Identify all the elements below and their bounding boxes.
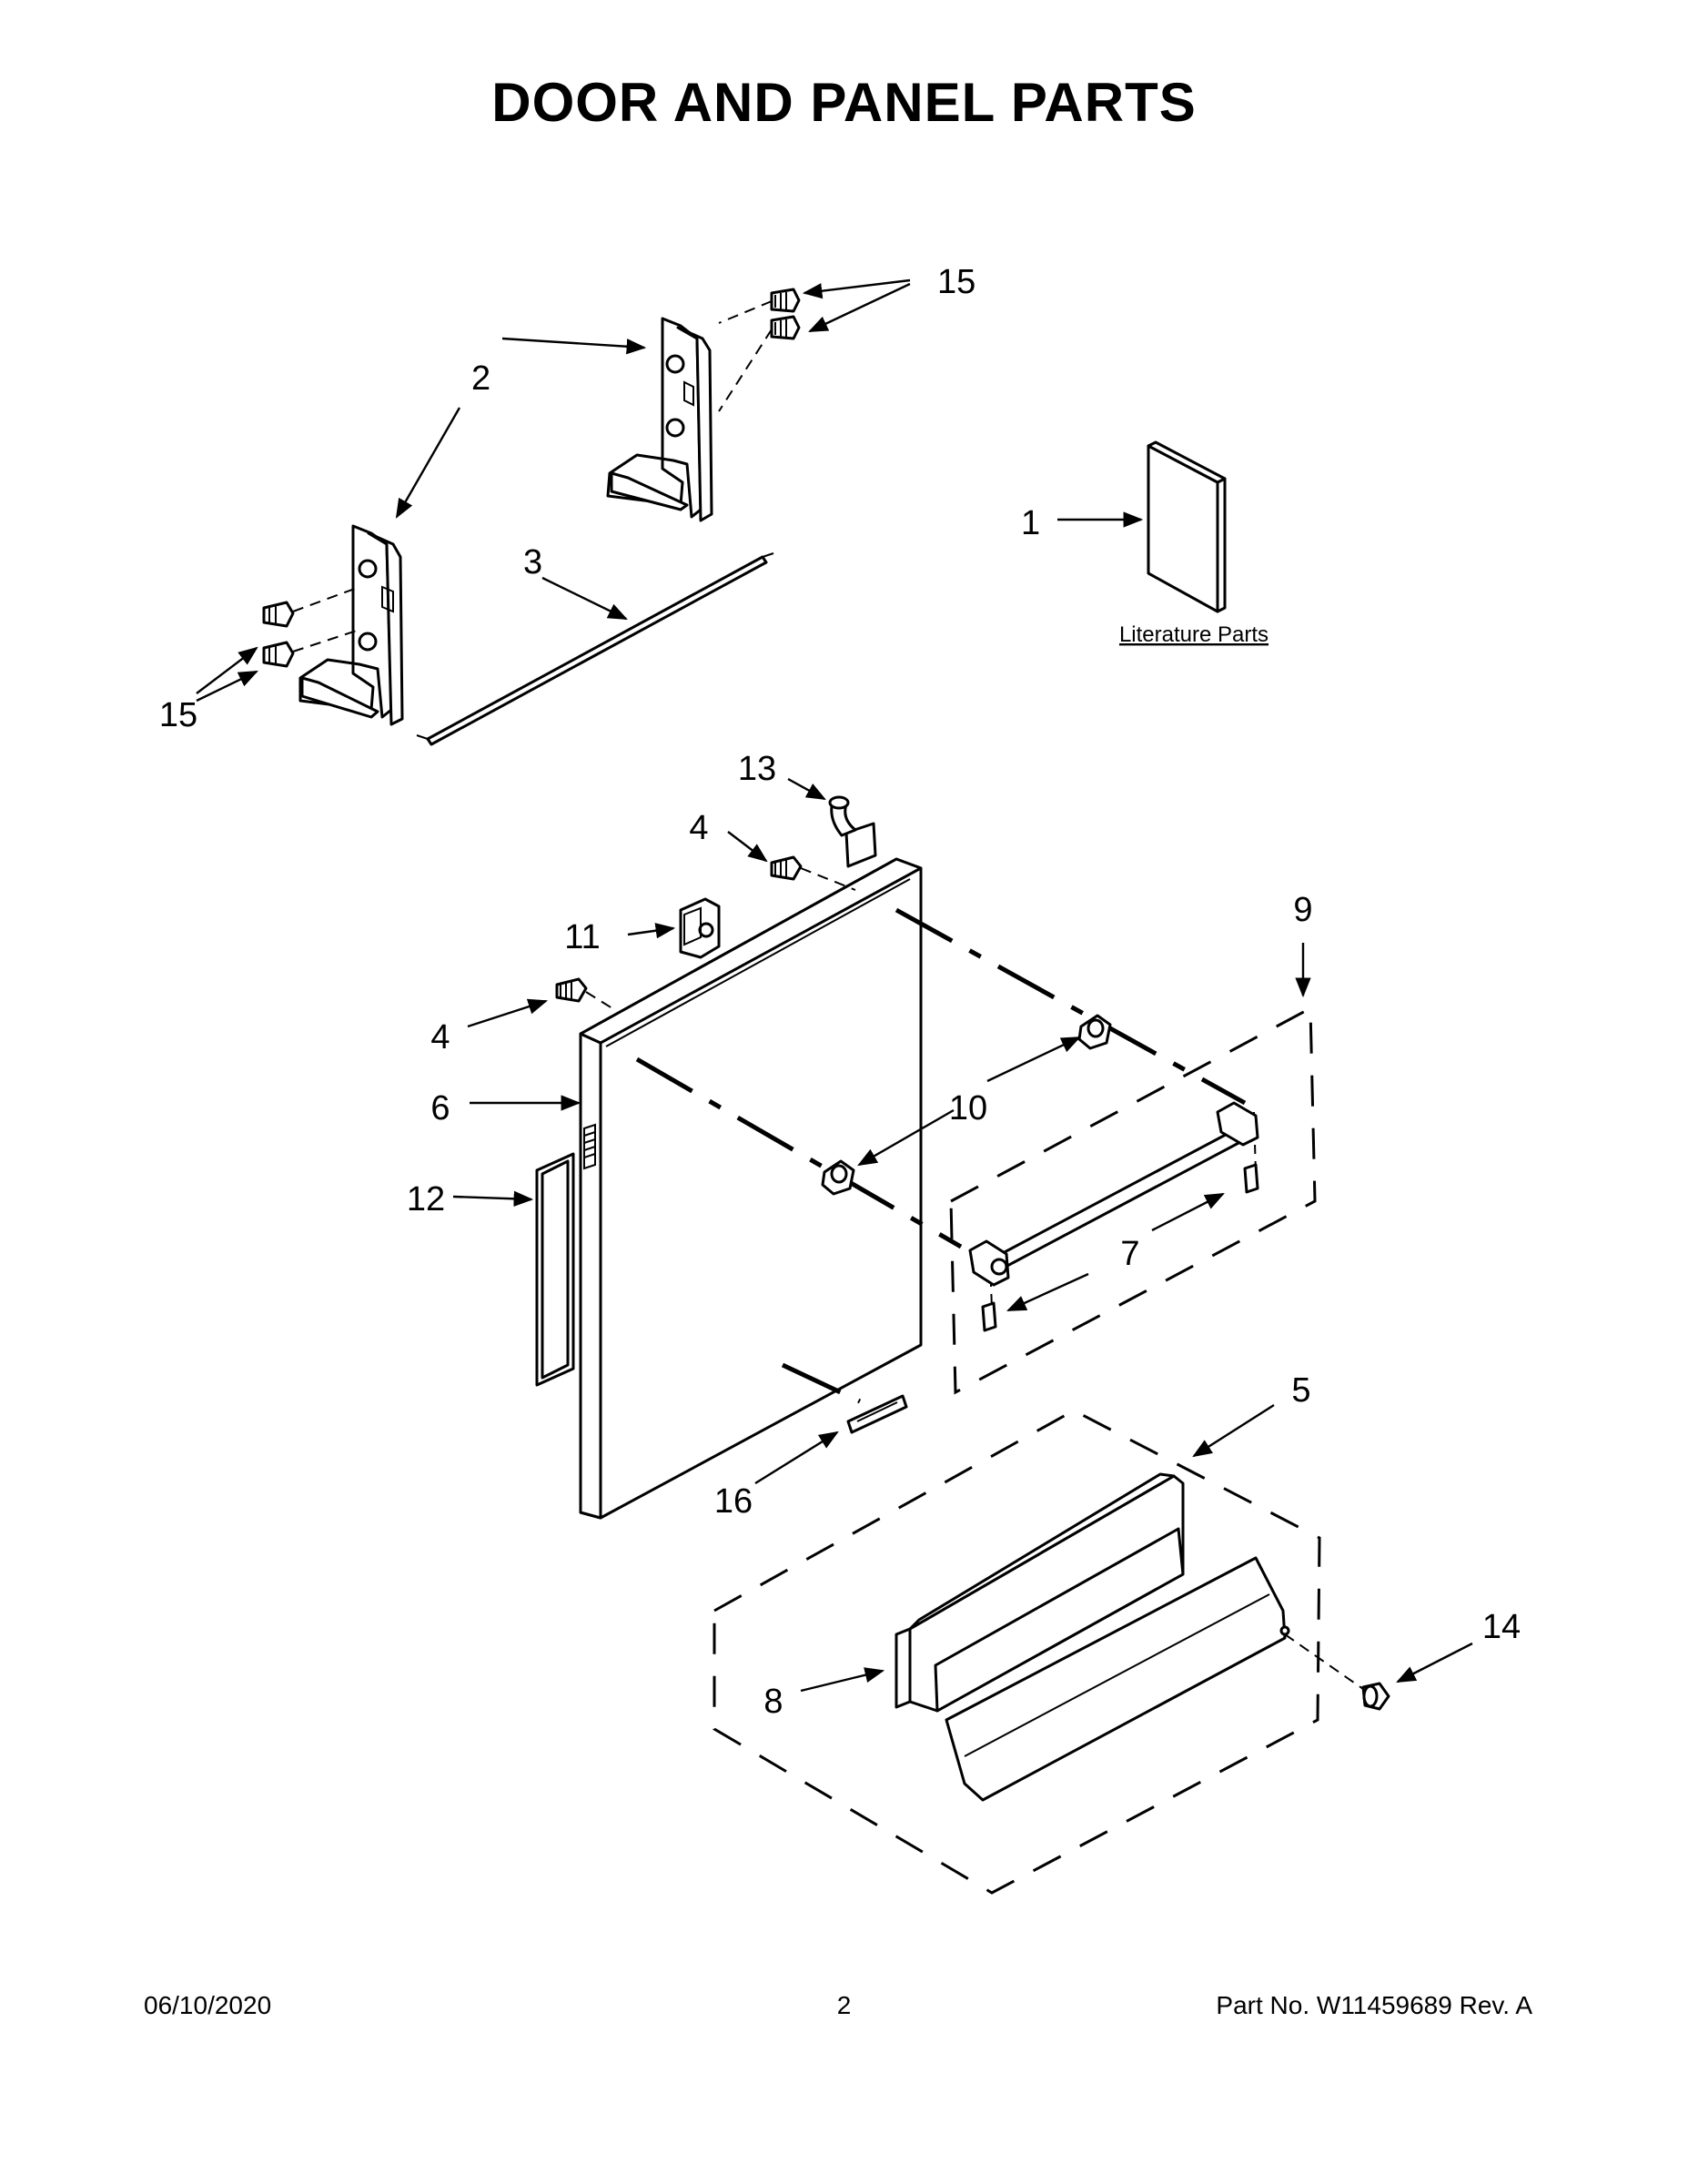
callout-14: 14 (1482, 1608, 1521, 1646)
handle-axis-upper (895, 907, 1247, 1106)
callout-4-top: 4 (689, 809, 708, 847)
part-11-latch (679, 897, 721, 959)
callout-6: 6 (430, 1089, 450, 1127)
callout-15-upper: 15 (937, 263, 975, 301)
part-15-screw-lower-b (262, 629, 360, 668)
part-13-clip (828, 795, 877, 868)
footer-page-number: 2 (836, 1991, 852, 2019)
callout-12: 12 (407, 1180, 445, 1218)
callout-11: 11 (564, 918, 600, 956)
part-2-hinge-bracket-lower (298, 524, 404, 726)
part-15-screw-upper-b (718, 315, 801, 412)
callout-2: 2 (471, 359, 490, 398)
callout-16: 16 (714, 1482, 753, 1521)
handle-axis-lower (635, 1057, 963, 1249)
callout-13: 13 (738, 750, 776, 788)
part-2-hinge-bracket-upper (606, 317, 713, 522)
part-4-screw-top (770, 855, 856, 891)
part-9-handle-assembly-outline (949, 1006, 1317, 1395)
part-12-gasket (535, 1152, 575, 1387)
badge-axis-line (781, 1362, 862, 1404)
callout-3: 3 (523, 543, 542, 581)
part-1-literature (1147, 440, 1227, 613)
vent-slots (583, 1123, 596, 1170)
part-15-screw-lower-a (262, 586, 360, 628)
callout-7: 7 (1120, 1235, 1139, 1273)
part-15-screw-upper-a (718, 288, 801, 324)
part-7-handle (968, 1101, 1259, 1332)
callout-5: 5 (1291, 1371, 1310, 1410)
toekick-plate (945, 1556, 1290, 1802)
callout-8: 8 (763, 1683, 783, 1721)
callout-1: 1 (1021, 504, 1040, 542)
callout-10: 10 (949, 1089, 987, 1127)
part-5-toekick-assembly-outline (713, 1409, 1321, 1895)
literature-parts-label: Literature Parts (1119, 622, 1269, 647)
part-14-screw (1284, 1633, 1390, 1711)
part-6-door-panel (579, 857, 923, 1520)
part-16-badge (846, 1394, 908, 1434)
part-8-toekick-panel (895, 1472, 1185, 1713)
callout-9: 9 (1293, 891, 1312, 929)
part-10-handle-cap-lower (821, 1159, 855, 1196)
part-4-screw-left (555, 977, 616, 1011)
part-10-handle-cap-upper (1077, 1014, 1112, 1050)
footer-date: 06/10/2020 (144, 1991, 272, 2019)
callout-15-lower: 15 (159, 696, 197, 734)
leader-arrows (196, 278, 1473, 1693)
part-3-rod (416, 552, 774, 746)
page-title: DOOR AND PANEL PARTS (491, 72, 1197, 133)
callout-4-left: 4 (430, 1018, 450, 1057)
footer-part-number: Part No. W11459689 Rev. A (1216, 1991, 1532, 2019)
